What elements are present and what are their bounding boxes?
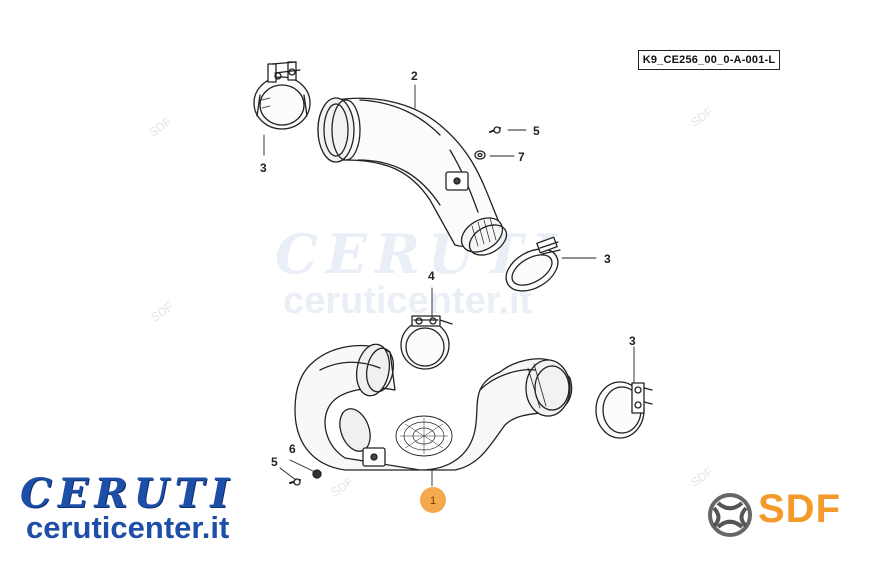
hose-clamp-bottom-right[interactable]	[595, 381, 653, 439]
callout-5-upper: 5	[533, 124, 540, 138]
brand-logo-name: CERUTI	[20, 470, 235, 517]
brand-website[interactable]: ceruticenter.it	[26, 510, 230, 545]
callout-3-bottom-right: 3	[629, 334, 636, 348]
callout-3-middle: 3	[604, 252, 611, 266]
callout-5-lower: 5	[271, 455, 278, 469]
callout-6: 6	[289, 442, 296, 456]
screw-upper[interactable]	[489, 126, 501, 134]
washer-upper[interactable]	[474, 150, 486, 160]
callout-3-top-left: 3	[260, 161, 267, 175]
hose-clamp-middle[interactable]	[499, 236, 565, 299]
upper-air-hose[interactable]	[317, 97, 512, 261]
sdf-logo-icon	[708, 493, 752, 537]
drawing-reference-code: K9_CE256_00_0-A-001-L	[638, 50, 780, 70]
hose-clamp-top-left[interactable]	[253, 61, 311, 130]
watermark-brand-site: ceruticenter.it	[283, 280, 533, 322]
callout-7: 7	[518, 150, 525, 164]
leader-lines	[263, 84, 635, 487]
hose-clamp-center[interactable]	[400, 315, 453, 370]
manufacturer-logo-text: SDF	[758, 487, 841, 531]
lower-air-hose[interactable]	[294, 342, 573, 471]
callout-2: 2	[411, 69, 418, 83]
highlight-circle[interactable]	[420, 487, 446, 513]
screw-lower[interactable]	[289, 478, 301, 486]
callout-4: 4	[428, 269, 435, 283]
callout-1-highlighted[interactable]: 1	[430, 495, 436, 507]
